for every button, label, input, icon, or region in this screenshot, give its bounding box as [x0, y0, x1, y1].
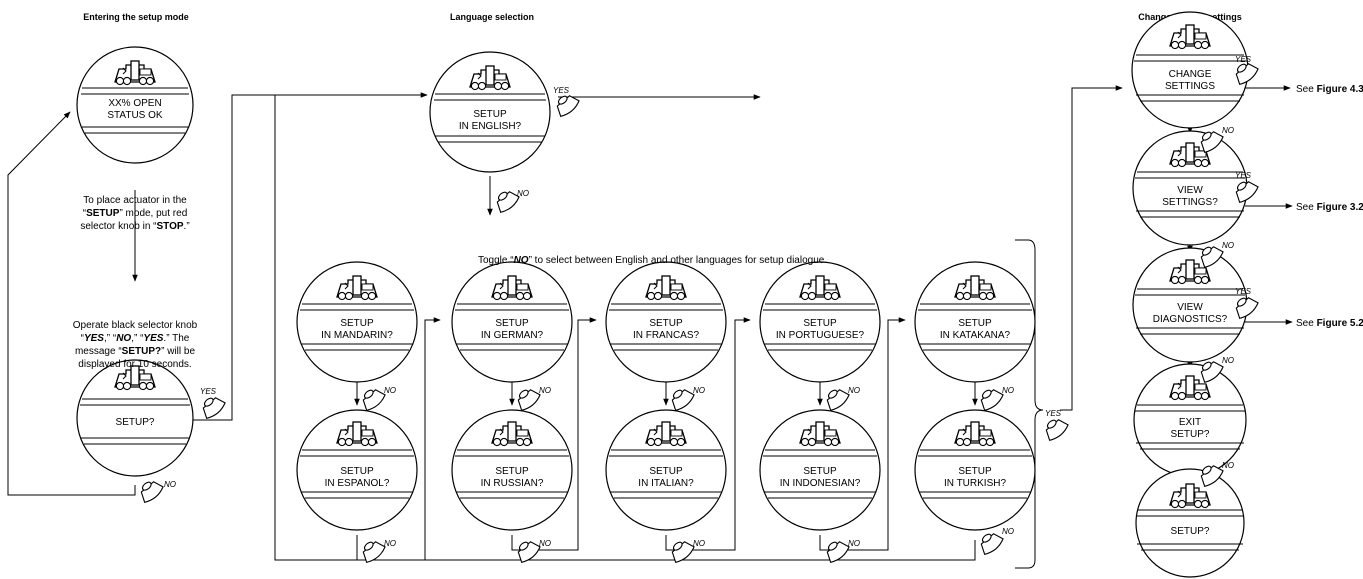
screen-line-1: SETUP? [1171, 526, 1210, 537]
knob-icon [135, 475, 166, 506]
knob-label-yes: YES [200, 387, 217, 396]
knob-label-yes: YES [553, 86, 570, 95]
screen-line-2: SETTINGS [1165, 81, 1215, 92]
knob-label-yes: YES [1235, 287, 1252, 296]
header-setup-mode: Entering the setup mode [83, 12, 189, 22]
place-actuator-note: To place actuator in the “SETUP” mode, p… [80, 195, 190, 232]
knob-label-no: NO [384, 539, 396, 548]
screen-setup-italian: SETUP IN ITALIAN? [605, 409, 727, 531]
knob-label-no: NO [1002, 527, 1014, 536]
screen-line-2: IN MANDARIN? [321, 330, 393, 341]
connector-lines [7, 85, 1293, 569]
knob-label-no: NO [539, 386, 551, 395]
knob-icon [1040, 413, 1071, 444]
screen-line-1: SETUP [340, 318, 374, 329]
screen-line-1: SETUP [958, 318, 992, 329]
screen-change-settings: CHANGE SETTINGS [1131, 11, 1249, 129]
screen-setup-mandarin: SETUP IN MANDARIN? [296, 261, 418, 383]
toggle-note: Toggle “NO” to select between English an… [478, 255, 827, 266]
screen-line-1: CHANGE [1169, 69, 1212, 80]
knob-icon [197, 391, 228, 422]
knob-label-no: NO [539, 539, 551, 548]
screen-line-1: SETUP? [116, 417, 155, 428]
knob-label-yes: YES [1045, 409, 1062, 418]
screen-line-2: SETUP? [1171, 429, 1210, 440]
screen-view-settings: VIEW SETTINGS? [1132, 130, 1248, 246]
screen-line-1: SETUP [495, 466, 529, 477]
screen-status: XX% OPEN STATUS OK [76, 46, 194, 164]
screen-setup-portuguese: SETUP IN PORTUGUESE? [759, 261, 881, 383]
knob-label-no: NO [1002, 386, 1014, 395]
screen-view-diagnostics: VIEW DIAGNOSTICS? [1132, 247, 1248, 363]
knob-label-no: NO [1222, 461, 1234, 470]
screen-setup-espanol: SETUP IN ESPANOL? [296, 409, 418, 531]
figure-ref-5-2: See Figure 5.2 [1296, 318, 1363, 329]
knob-label-no: NO [1222, 241, 1234, 250]
screen-line-2: STATUS OK [107, 110, 163, 121]
screen-line-1: SETUP [803, 318, 837, 329]
screen-line-1: EXIT [1179, 417, 1201, 428]
screen-setup-turkish: SETUP IN TURKISH? [914, 409, 1036, 531]
screen-line-1: SETUP [649, 318, 683, 329]
knob-label-no: NO [1222, 356, 1234, 365]
knob-label-no: NO [693, 386, 705, 395]
screen-line-2: IN ITALIAN? [638, 478, 694, 489]
screen-setup-question-final: SETUP? [1135, 468, 1245, 578]
screen-line-2: IN ESPANOL? [325, 478, 390, 489]
screen-line-2: IN INDONESIAN? [780, 478, 861, 489]
screen-line-2: DIAGNOSTICS? [1153, 314, 1228, 325]
knob-label-no: NO [384, 386, 396, 395]
knob-icon [975, 383, 1006, 414]
screen-setup-english: SETUP IN ENGLISH? [429, 51, 551, 173]
knob-icon [357, 383, 388, 414]
knob-label-no: NO [693, 539, 705, 548]
screen-line-2: SETTINGS? [1162, 197, 1218, 208]
screen-line-1: SETUP [803, 466, 837, 477]
screen-line-2: IN RUSSIAN? [481, 478, 544, 489]
screen-line-2: IN PORTUGUESE? [776, 330, 865, 341]
header-language-selection: Language selection [450, 12, 534, 22]
screen-line-1: VIEW [1177, 185, 1203, 196]
screen-line-2: IN FRANCAS? [633, 330, 700, 341]
screen-setup-francas: SETUP IN FRANCAS? [605, 261, 727, 383]
knob-icon [821, 383, 852, 414]
screen-line-1: SETUP [473, 109, 507, 120]
knob-label-no: NO [164, 480, 176, 489]
knob-label-no: NO [848, 386, 860, 395]
screen-setup-katakana: SETUP IN KATAKANA? [914, 261, 1036, 383]
screen-line-1: SETUP [340, 466, 374, 477]
screen-line-1: SETUP [495, 318, 529, 329]
knob-label-no: NO [848, 539, 860, 548]
screen-setup-indonesian: SETUP IN INDONESIAN? [759, 409, 881, 531]
knob-label-no: NO [517, 189, 529, 198]
figure-ref-3-22: See Figure 3.22 [1296, 202, 1363, 213]
knob-icon [512, 383, 543, 414]
screen-line-1: XX% OPEN [108, 98, 161, 109]
knob-label-yes: YES [1235, 55, 1252, 64]
screen-line-1: VIEW [1177, 302, 1203, 313]
screen-line-2: IN ENGLISH? [459, 121, 522, 132]
screen-line-1: SETUP [649, 466, 683, 477]
screen-line-1: SETUP [958, 466, 992, 477]
screen-line-2: IN TURKISH? [944, 478, 1006, 489]
knob-label-yes: YES [1235, 171, 1252, 180]
operate-knob-note: Operate black selector knob “YES,” “NO,”… [72, 320, 198, 370]
knob-label-no: NO [1222, 126, 1234, 135]
figure-ref-4-3: See Figure 4.3 [1296, 84, 1363, 95]
screen-setup-question: SETUP? [76, 359, 194, 477]
screen-setup-russian: SETUP IN RUSSIAN? [451, 409, 573, 531]
knob-icon [666, 383, 697, 414]
screen-line-2: IN KATAKANA? [940, 330, 1011, 341]
screen-setup-german: SETUP IN GERMAN? [451, 261, 573, 383]
knob-icon [975, 527, 1006, 558]
screen-exit-setup: EXIT SETUP? [1133, 363, 1247, 477]
screen-line-2: IN GERMAN? [481, 330, 544, 341]
